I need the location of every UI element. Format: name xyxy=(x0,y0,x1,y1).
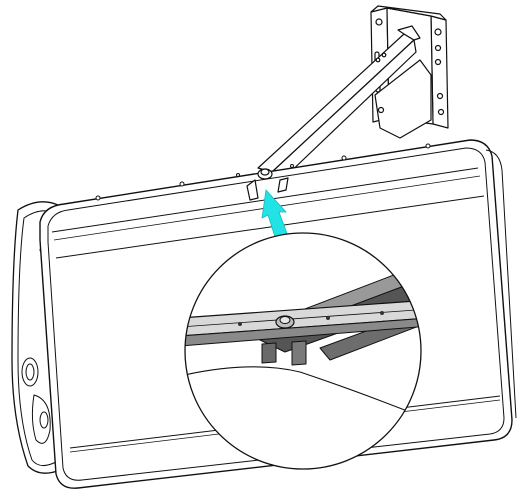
pivot-knob xyxy=(246,168,289,201)
bracket-gusset xyxy=(374,59,432,139)
zoom-grille-curve xyxy=(185,366,421,421)
zoom-top-bar-shade xyxy=(185,317,421,347)
top-bar-hole xyxy=(341,155,347,161)
plate-hole xyxy=(436,92,444,100)
top-bar-hole xyxy=(95,195,101,201)
zoom-clip-left xyxy=(261,342,277,364)
zoom-bar-hole xyxy=(238,322,242,326)
plate-hole xyxy=(377,106,385,114)
bracket-plate-top xyxy=(370,5,447,21)
plate-hole xyxy=(434,58,442,66)
side-latch xyxy=(21,357,51,444)
zoom-clip-right xyxy=(291,340,307,366)
zoom-top-bar-line xyxy=(185,308,421,328)
callout-circle-outline xyxy=(184,232,422,470)
top-bar-hole xyxy=(179,181,185,187)
plate-hole xyxy=(434,28,442,36)
grille-seam xyxy=(55,195,485,259)
plate-hole xyxy=(437,108,445,116)
top-bar-hole xyxy=(290,164,294,168)
plate-hole xyxy=(434,44,442,52)
plate-hole xyxy=(375,18,383,26)
zoom-bar-hole xyxy=(380,311,384,315)
callout-detail xyxy=(185,267,421,421)
magnifier-callout-icon xyxy=(184,232,422,470)
arm-hole xyxy=(381,52,387,58)
zoom-bar-hole xyxy=(326,316,330,320)
top-bar-hole xyxy=(425,143,431,149)
top-bar-hole xyxy=(236,173,240,177)
arm-hole xyxy=(375,57,381,63)
arm-end-block xyxy=(397,25,421,41)
wall-bracket xyxy=(370,5,449,139)
zoom-knob-top xyxy=(279,316,291,324)
cabinet-right-edge xyxy=(485,149,517,419)
